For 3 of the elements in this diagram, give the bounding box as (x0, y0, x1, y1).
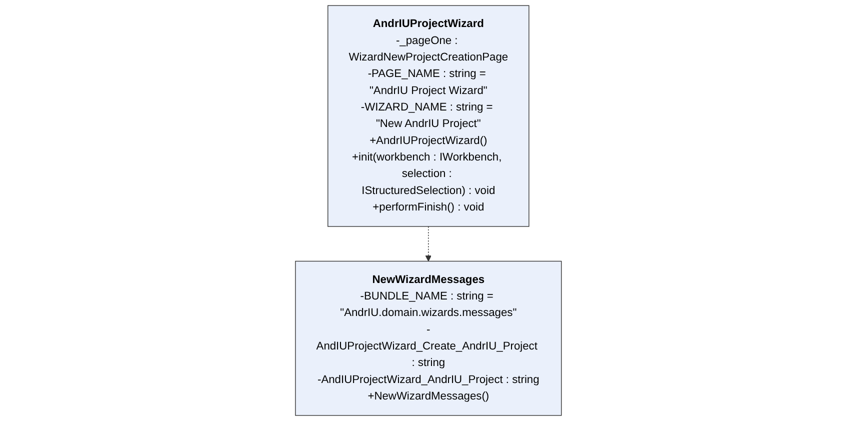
node-box: NewWizardMessages -BUNDLE_NAME : string = "AndrIU.domain.wizards.messages" -AndIUProjectWizard_Create_AndrIU_Project : string -AndIUProjectWizard_AndrIU_Project : string +NewWizardMessages() (294, 260, 562, 416)
arrow (424, 226, 432, 262)
node-box: AndrIUProjectWizard -_pageOne : WizardNewProjectCreationPage -PAGE_NAME : string = "AndrIU Project Wizard" -WIZARD_NAME : string = "New AndrIU Project" +AndrIUProjectWizard() +init(workbench : IWorkbench, selection : IStructuredSelection) : void +performFinish() : void (327, 5, 529, 227)
